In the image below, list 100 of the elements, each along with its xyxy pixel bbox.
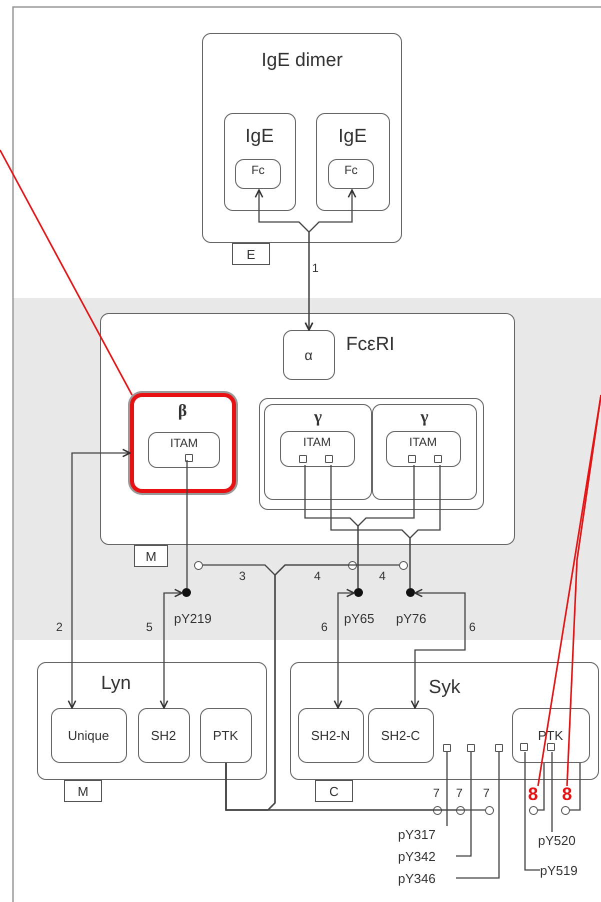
node-title: γ: [313, 407, 323, 427]
domain-box: [512, 708, 590, 762]
node-title: IgE: [244, 126, 275, 148]
site-square: [408, 455, 416, 463]
motif-box: [386, 430, 460, 466]
empty-box: [258, 398, 484, 510]
node-title: Lyn: [101, 673, 131, 695]
connector-line: [551, 752, 553, 832]
site-square: [434, 455, 442, 463]
node-title: ITAM: [170, 436, 198, 450]
node-title: γ: [420, 407, 430, 427]
leader-line: [0, 150, 133, 396]
compartment-tag: [64, 780, 102, 802]
edge-label: 7: [481, 786, 492, 800]
node-title: M: [146, 548, 156, 564]
site-label: pY76: [395, 612, 428, 626]
site-square: [442, 744, 450, 752]
callout-number: 8: [560, 784, 574, 804]
connector-line: [409, 465, 441, 588]
site-label: pY65: [343, 612, 376, 626]
node-title: C: [329, 784, 339, 798]
site-square: [466, 744, 474, 752]
site-label: pY317: [398, 826, 456, 843]
edge-label: 6: [467, 620, 478, 634]
subunit-box: [282, 330, 334, 380]
node-title: Fc: [251, 163, 265, 177]
edge-label: 3: [237, 569, 248, 583]
domain-box: [50, 708, 126, 762]
node-title: PTK: [212, 728, 238, 742]
leader-line: [537, 394, 601, 786]
protein-box: [316, 112, 390, 210]
site-square: [520, 743, 528, 751]
highlighted-subunit-box: [130, 392, 236, 492]
domain-box: [298, 708, 364, 762]
domain-box: [235, 159, 281, 189]
connector-line: [68, 448, 131, 709]
node-title: SH2: [150, 728, 176, 742]
site-label: pY519: [540, 862, 598, 879]
node-title: E: [246, 246, 256, 262]
edge-label: 2: [54, 620, 65, 634]
callout-number: 8: [526, 784, 540, 804]
domain-box: [368, 708, 434, 762]
edge-label: 1: [310, 261, 321, 275]
connector-line: [456, 752, 472, 857]
connector-line: [334, 588, 355, 709]
protein-box: [224, 112, 296, 210]
connector-line: [456, 752, 500, 879]
node-title: Syk: [428, 677, 462, 699]
connector-line: [304, 189, 356, 331]
connector-line: [357, 465, 415, 588]
domain-box: [138, 708, 190, 762]
site-square: [547, 743, 555, 751]
node-title: SH2-C: [380, 728, 420, 742]
site-square: [184, 454, 192, 462]
node-title: β: [177, 400, 188, 420]
site-square: [494, 744, 502, 752]
protein-box: [37, 662, 267, 780]
compartment-tag: [315, 780, 353, 802]
edge-label: 7: [454, 786, 465, 800]
connector-line: [186, 460, 188, 588]
node-title: Unique: [68, 728, 110, 742]
node-title: Fc: [344, 163, 358, 177]
compartment-tag: [134, 545, 168, 567]
site-label: pY219: [173, 612, 213, 626]
motif-box: [280, 430, 354, 466]
receptor-complex-box: [100, 313, 515, 545]
connector-line: [446, 752, 448, 826]
open-circle: [485, 806, 494, 815]
site-label: pY520: [538, 832, 598, 849]
edge-label: 4: [312, 569, 323, 583]
open-circle: [561, 806, 570, 815]
connector-line: [570, 763, 581, 811]
site-label: pY346: [398, 870, 456, 887]
subunit-box: [264, 404, 372, 500]
protein-box: [290, 662, 599, 780]
node-title: IgE: [337, 126, 368, 148]
connector-line: [538, 763, 545, 811]
site-square: [299, 455, 307, 463]
domain-box: [200, 708, 252, 762]
edge-label: 6: [319, 620, 330, 634]
edge-label: 4: [377, 569, 388, 583]
compartment-tag: [232, 243, 270, 265]
edge-label: 5: [144, 620, 155, 634]
node-title: M: [78, 784, 88, 798]
domain-box: [328, 159, 374, 189]
node-title: SH2-N: [310, 728, 350, 742]
complex-box: [202, 33, 402, 243]
connector-line: [524, 752, 540, 871]
node-title: ITAM: [303, 434, 331, 448]
motif-box: [148, 432, 220, 468]
node-title: ITAM: [409, 434, 437, 448]
open-circle: [529, 806, 538, 815]
site-label: pY342: [398, 848, 456, 865]
leader-line: [566, 394, 601, 786]
connector-line: [410, 588, 466, 709]
subunit-box: [372, 404, 477, 500]
site-square: [325, 455, 333, 463]
connector-line: [160, 588, 183, 709]
node-title: FcεRI: [346, 334, 395, 356]
node-title: α: [304, 346, 313, 362]
